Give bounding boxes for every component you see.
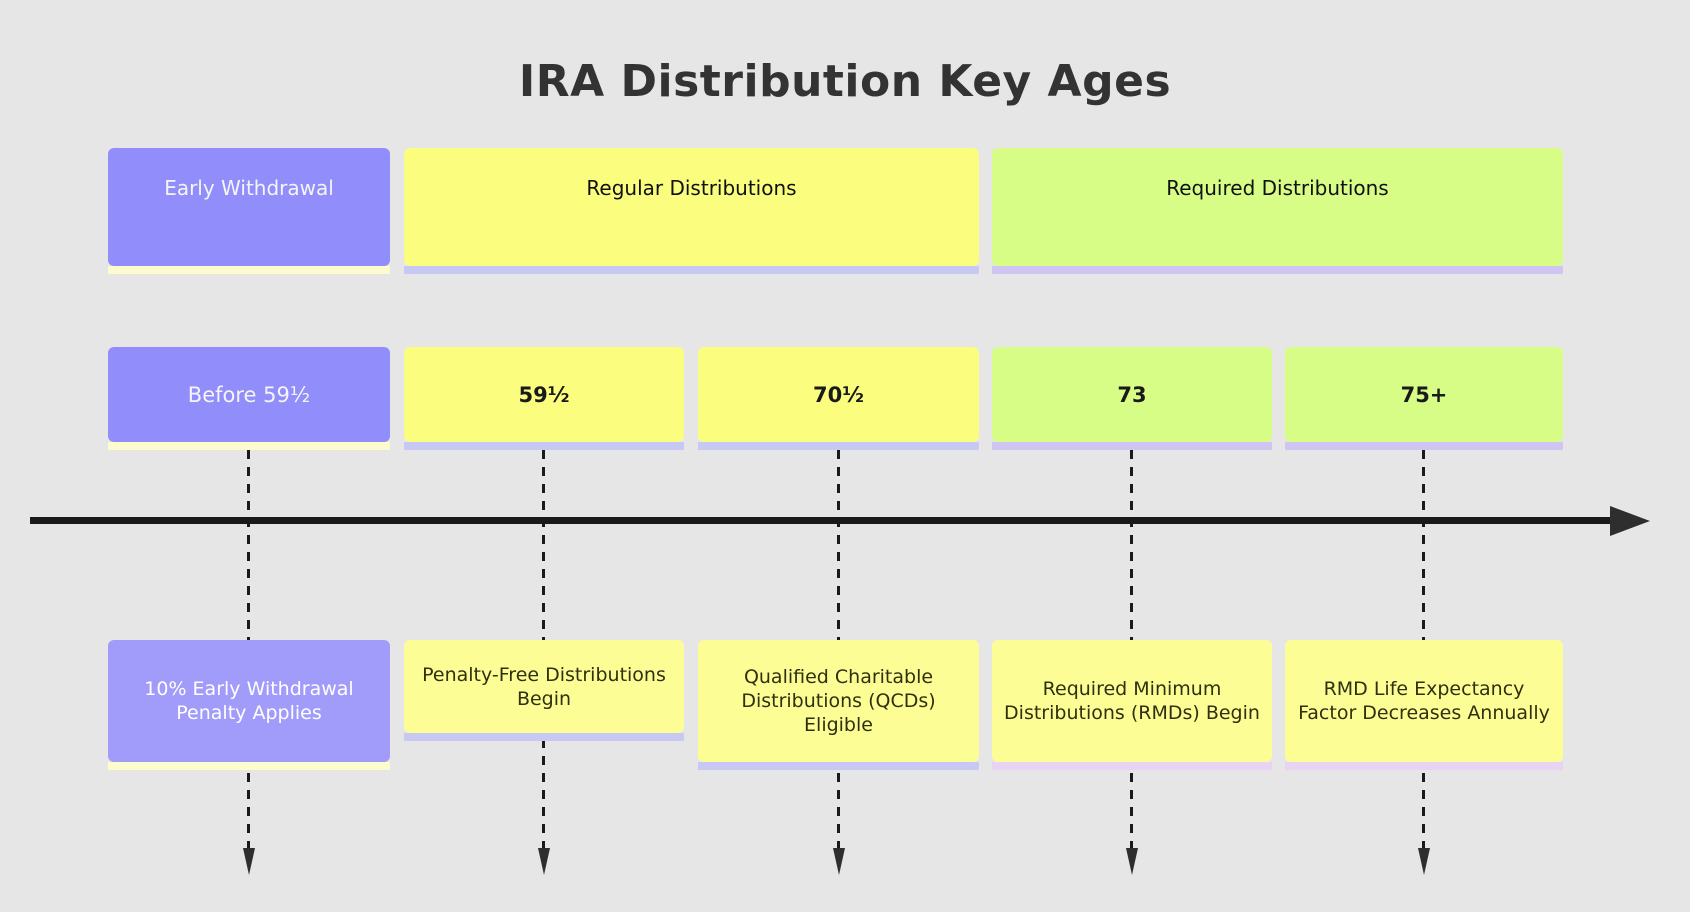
event-box-early-penalty: 10% Early Withdrawal Penalty Applies	[108, 640, 390, 762]
period-box-73: 73	[992, 347, 1272, 442]
section-box-required-distributions: Required Distributions	[992, 148, 1563, 266]
period-underline	[698, 442, 979, 450]
connector-arrowhead-icon	[1418, 848, 1430, 875]
event-underline	[108, 762, 390, 770]
event-box-rmd-factor: RMD Life Expectancy Factor Decreases Ann…	[1285, 640, 1563, 762]
period-box-before-59half: Before 59½	[108, 347, 390, 442]
period-label: 73	[1117, 382, 1147, 407]
period-label: Before 59½	[187, 382, 311, 407]
period-underline	[404, 442, 684, 450]
section-underline	[108, 266, 390, 274]
event-label: Penalty-Free Distributions Begin	[422, 663, 666, 710]
event-label: Qualified Charitable Distributions (QCDs…	[741, 666, 936, 736]
event-box-penalty-free: Penalty-Free Distributions Begin	[404, 640, 684, 733]
event-label: Required Minimum Distributions (RMDs) Be…	[1004, 678, 1260, 724]
connector-arrowhead-icon	[538, 848, 550, 875]
section-label: Required Distributions	[1166, 176, 1389, 200]
event-underline	[404, 733, 684, 741]
section-label: Early Withdrawal	[164, 176, 334, 200]
section-box-regular-distributions: Regular Distributions	[404, 148, 979, 266]
period-label: 75+	[1400, 382, 1448, 407]
period-box-59half: 59½	[404, 347, 684, 442]
period-label: 70½	[813, 382, 864, 407]
event-underline	[698, 762, 979, 770]
connector-arrowhead-icon	[1126, 848, 1138, 875]
period-underline	[992, 442, 1272, 450]
event-box-qcd-eligible: Qualified Charitable Distributions (QCDs…	[698, 640, 979, 762]
event-underline	[1285, 762, 1563, 770]
section-underline	[992, 266, 1563, 274]
event-label: 10% Early Withdrawal Penalty Applies	[144, 678, 354, 724]
period-box-75plus: 75+	[1285, 347, 1563, 442]
section-underline	[404, 266, 979, 274]
connector-arrowhead-icon	[833, 848, 845, 875]
period-underline	[1285, 442, 1563, 450]
timeline-axis	[30, 517, 1615, 524]
period-label: 59½	[518, 382, 570, 407]
connector-arrowhead-icon	[243, 848, 255, 875]
event-box-rmd-begin: Required Minimum Distributions (RMDs) Be…	[992, 640, 1272, 762]
section-label: Regular Distributions	[586, 176, 797, 200]
period-underline	[108, 442, 390, 450]
diagram-title: IRA Distribution Key Ages	[518, 56, 1172, 107]
event-underline	[992, 762, 1272, 770]
period-box-70half: 70½	[698, 347, 979, 442]
section-box-early-withdrawal: Early Withdrawal	[108, 148, 390, 266]
timeline-arrowhead-icon	[1610, 506, 1650, 536]
event-label: RMD Life Expectancy Factor Decreases Ann…	[1298, 678, 1550, 724]
